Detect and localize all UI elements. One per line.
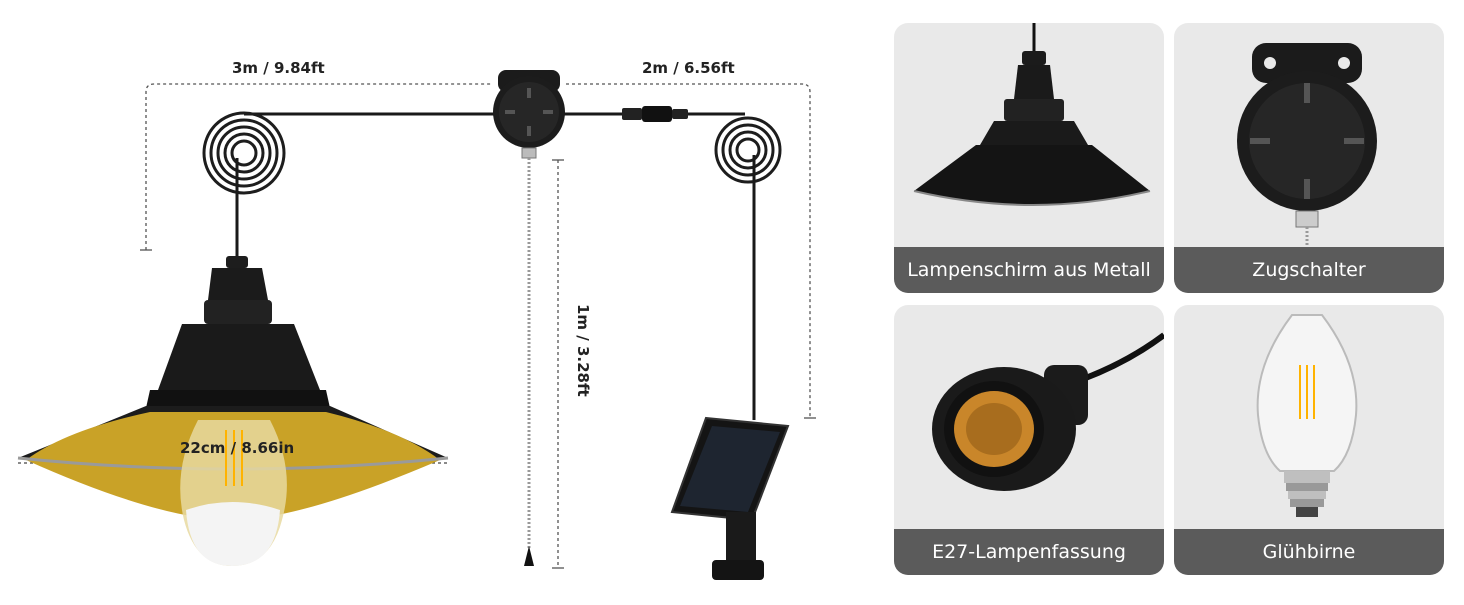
feature-card-switch: Zugschalter — [1174, 23, 1444, 293]
cable-coil-left — [202, 111, 286, 195]
product-diagram: 3m / 9.84ft 2m / 6.56ft 1m / 3.28ft 22cm… — [17, 59, 816, 580]
bulb-icon — [1256, 314, 1358, 517]
feature-label: E27-Lampenfassung — [894, 529, 1164, 575]
feature-label: Zugschalter — [1174, 247, 1444, 293]
dim-line-right — [566, 83, 811, 418]
pull-switch-icon — [1237, 43, 1377, 247]
cable-right-length: 2m / 6.56ft — [642, 59, 735, 77]
cable-coil-right — [714, 116, 782, 184]
pull-switch-box — [493, 70, 565, 159]
lamp-setup-illustration — [17, 70, 816, 580]
cable-connector — [622, 106, 688, 122]
dim-line-left — [145, 83, 492, 250]
feature-label: Lampenschirm aus Metall — [894, 247, 1164, 293]
pull-chain-length: 1m / 3.28ft — [574, 304, 592, 397]
solar-panel — [670, 416, 790, 580]
feature-label: Glühbirne — [1174, 529, 1444, 575]
cable-left-length: 3m / 9.84ft — [232, 59, 325, 77]
pull-chain-weight — [524, 546, 534, 566]
feature-card-socket: E27-Lampenfassung — [894, 305, 1164, 575]
shade-diameter: 22cm / 8.66in — [180, 439, 295, 457]
metal-shade-icon — [913, 23, 1151, 206]
feature-card-shade: Lampenschirm aus Metall — [894, 23, 1164, 293]
e27-socket-icon — [932, 332, 1164, 491]
feature-card-bulb: Glühbirne — [1174, 305, 1444, 575]
pendant-lamp — [17, 240, 449, 566]
